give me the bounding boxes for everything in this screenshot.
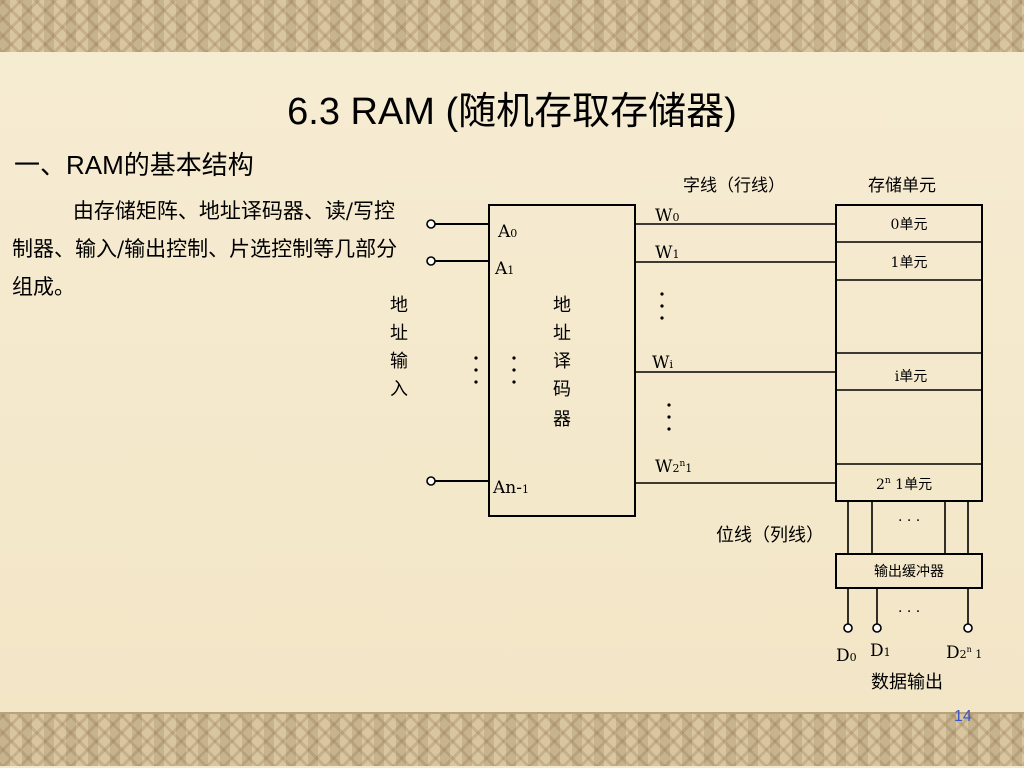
output-label-dlast: D2n 1 bbox=[946, 643, 982, 663]
ellipsis-dot bbox=[660, 316, 664, 320]
cell-last-label: 2n 1单元 bbox=[876, 476, 932, 493]
slide-body bbox=[0, 52, 1024, 712]
decoder-char: 译 bbox=[553, 351, 571, 372]
storage-cells-label: 存储单元 bbox=[868, 176, 936, 196]
ellipsis-dot bbox=[667, 403, 671, 407]
address-decoder-box bbox=[488, 204, 636, 517]
address-terminal-a0 bbox=[426, 219, 436, 229]
decoder-char: 址 bbox=[553, 323, 571, 344]
ellipsis-dot bbox=[512, 356, 516, 360]
pin-label-a0: A0 bbox=[497, 222, 517, 242]
heading-ram: RAM bbox=[66, 150, 124, 180]
decoder-char: 地 bbox=[553, 295, 571, 316]
ellipsis-dot bbox=[660, 304, 664, 308]
page-number: 14 bbox=[954, 708, 972, 725]
cell-0-label: 0单元 bbox=[891, 217, 928, 233]
data-terminal-dlast bbox=[963, 623, 973, 633]
intro-paragraph: 由存储矩阵、地址译码器、读/写控制器、输入/输出控制、片选控制等几部分组成。 bbox=[12, 199, 398, 299]
output-buffer-box bbox=[835, 553, 983, 589]
slide-title: 6.3 RAM (随机存取存储器) bbox=[287, 91, 737, 133]
word-line-label-w0: W0 bbox=[655, 206, 679, 226]
data-terminal-d1 bbox=[872, 623, 882, 633]
data-output-label: 数据输出 bbox=[871, 672, 943, 693]
word-line-label-w2n-1: W2n1 bbox=[655, 457, 692, 477]
data-terminal-d0 bbox=[843, 623, 853, 633]
address-input-char: 地 bbox=[390, 295, 408, 316]
vertical-ellipsis-group bbox=[474, 292, 671, 431]
address-input-char: 址 bbox=[390, 323, 408, 344]
output-buffer-label: 输出缓冲器 bbox=[874, 564, 944, 580]
ellipsis-dot bbox=[474, 356, 478, 360]
cell-1-label: 1单元 bbox=[891, 255, 928, 271]
section-heading: 一、RAM的基本结构 bbox=[14, 148, 254, 183]
decoder-char: 器 bbox=[553, 409, 571, 430]
ellipsis-dot bbox=[667, 427, 671, 431]
bit-lines-ellipsis: . . . bbox=[898, 509, 920, 525]
address-input-char: 输 bbox=[390, 351, 408, 372]
heading-rest: 的基本结构 bbox=[123, 151, 254, 181]
word-line-label-wi: Wi bbox=[652, 353, 673, 373]
top-decorative-border bbox=[0, 0, 1024, 54]
ellipsis-dot bbox=[512, 368, 516, 372]
address-terminal-a1 bbox=[426, 256, 436, 266]
ellipsis-dot bbox=[474, 380, 478, 384]
output-label-d1: D1 bbox=[870, 641, 891, 661]
outputs-ellipsis: . . . bbox=[898, 600, 920, 616]
ellipsis-dot bbox=[667, 415, 671, 419]
word-lines-label: 字线（行线） bbox=[683, 176, 785, 196]
decoder-char: 码 bbox=[553, 379, 571, 400]
ellipsis-dot bbox=[474, 368, 478, 372]
ellipsis-dot bbox=[660, 292, 664, 296]
heading-prefix: 一、 bbox=[14, 151, 67, 181]
pin-label-a1: A1 bbox=[494, 259, 514, 279]
cell-i-label: i单元 bbox=[895, 369, 927, 385]
ellipsis-dot bbox=[512, 380, 516, 384]
output-label-d0: D0 bbox=[836, 646, 857, 666]
address-terminal-an-1 bbox=[426, 476, 436, 486]
bottom-decorative-border bbox=[0, 712, 1024, 766]
word-line-label-w1: W1 bbox=[655, 243, 679, 263]
bit-lines-label: 位线（列线） bbox=[716, 525, 824, 546]
pin-label-an-1: An-1 bbox=[492, 478, 529, 498]
address-input-char: 入 bbox=[390, 379, 408, 400]
